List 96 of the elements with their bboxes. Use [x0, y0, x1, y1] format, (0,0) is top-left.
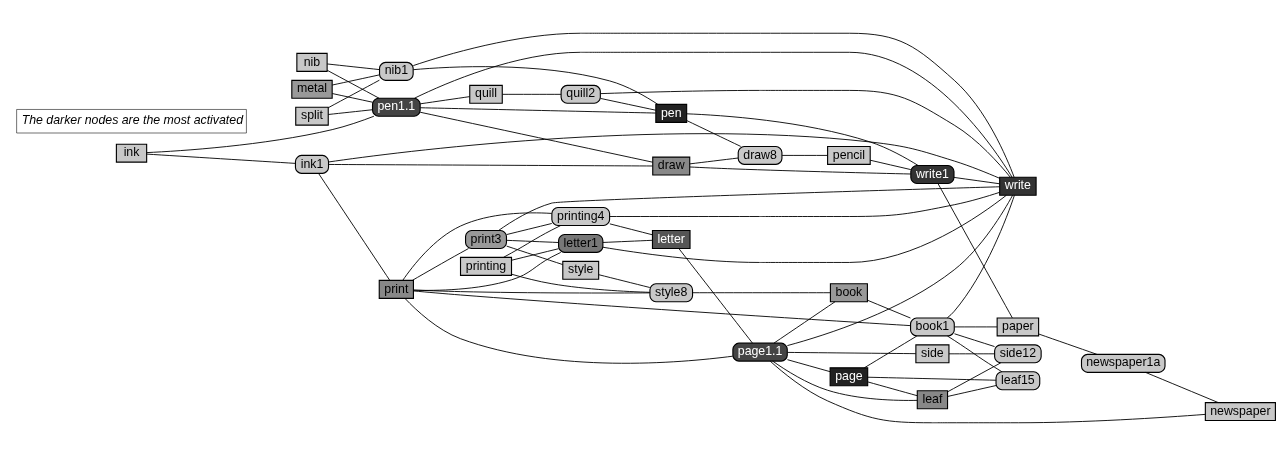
- connector: [511, 273, 651, 293]
- connector: [947, 335, 1003, 372]
- connector: [863, 335, 918, 368]
- connector: [954, 325, 998, 327]
- node-box: ink: [115, 143, 148, 163]
- connector: [326, 63, 380, 70]
- connector: [948, 352, 995, 354]
- connector: [598, 273, 651, 288]
- node-box: book1: [910, 316, 955, 336]
- connector: [503, 224, 562, 258]
- connector: [404, 297, 734, 364]
- connector: [419, 111, 654, 163]
- connector: [327, 108, 373, 115]
- connector: [937, 182, 1013, 318]
- node-box: leaf: [916, 389, 949, 409]
- connector: [689, 157, 739, 164]
- connector: [419, 106, 657, 113]
- connector: [602, 194, 1007, 263]
- node-box: quill: [469, 84, 503, 104]
- node-box: quill2: [560, 84, 601, 104]
- connector: [328, 163, 653, 166]
- node-box: letter1: [558, 233, 604, 253]
- connector: [678, 247, 753, 343]
- node-box: pencil: [827, 145, 871, 165]
- connector: [511, 247, 559, 261]
- node-box: style8: [649, 282, 694, 302]
- node-box: metal: [291, 79, 333, 99]
- connector: [786, 351, 917, 354]
- node-box: paper: [996, 316, 1040, 336]
- node-box: leaf15: [995, 370, 1041, 390]
- connector: [689, 166, 912, 174]
- node-box: print: [378, 279, 414, 299]
- node-box: pen1.1: [371, 97, 421, 117]
- connector: [1038, 333, 1098, 355]
- connector: [773, 300, 836, 344]
- connector: [772, 360, 918, 401]
- connector: [331, 92, 373, 103]
- node-box: write: [999, 176, 1037, 196]
- connector: [331, 73, 380, 85]
- node-box: side12: [994, 343, 1042, 363]
- connector: [786, 358, 831, 372]
- connector: [146, 153, 296, 164]
- connector: [326, 69, 380, 99]
- label: The darker nodes are the most activated: [21, 112, 244, 127]
- node-box: letter: [651, 229, 691, 249]
- connector: [506, 245, 564, 265]
- connector: [506, 239, 559, 243]
- connector: [947, 384, 997, 397]
- connector: [413, 289, 651, 293]
- node-box: newspaper1a: [1080, 353, 1166, 373]
- node-box: print3: [465, 229, 508, 249]
- connector: [146, 115, 375, 153]
- connector: [867, 299, 911, 318]
- node-box: book: [829, 282, 868, 302]
- connector: [498, 185, 1000, 231]
- connector: [327, 79, 380, 108]
- connector: [413, 251, 562, 291]
- node-box: draw8: [737, 145, 783, 165]
- node-box: ink1: [294, 154, 330, 174]
- connector: [602, 239, 653, 243]
- connector: [786, 194, 1014, 346]
- node-box: nib1: [378, 61, 414, 81]
- node-box: nib: [296, 52, 328, 72]
- connector: [502, 93, 562, 95]
- node-box: side: [915, 343, 950, 363]
- node-box: draw: [652, 156, 691, 176]
- connector: [412, 247, 469, 281]
- node-box: newspaper: [1204, 401, 1276, 421]
- connector: [413, 290, 911, 326]
- connector: [609, 191, 1001, 217]
- connector: [953, 176, 1001, 184]
- node-box: printing: [459, 256, 513, 276]
- node-box: pen: [655, 103, 688, 123]
- node-box: printing4: [551, 206, 611, 226]
- connector: [946, 194, 1015, 318]
- node-box: write1: [910, 164, 955, 184]
- connector: [867, 380, 918, 396]
- connector: [609, 222, 653, 235]
- connector: [402, 211, 553, 281]
- node-box: page: [829, 366, 869, 386]
- connector: [1145, 371, 1219, 403]
- connector: [686, 119, 742, 147]
- connector: [954, 332, 995, 347]
- connector: [947, 361, 1002, 392]
- connector: [419, 95, 471, 104]
- connector: [869, 159, 912, 170]
- connector: [318, 172, 391, 281]
- connector: [600, 97, 657, 111]
- connector: [781, 154, 828, 156]
- connector: [692, 291, 831, 293]
- node-box: split: [295, 106, 329, 126]
- connector: [769, 360, 1206, 423]
- node-box: page1.1: [732, 342, 788, 362]
- connector: [867, 376, 997, 381]
- connector: [506, 222, 553, 235]
- node-box: style: [562, 260, 600, 280]
